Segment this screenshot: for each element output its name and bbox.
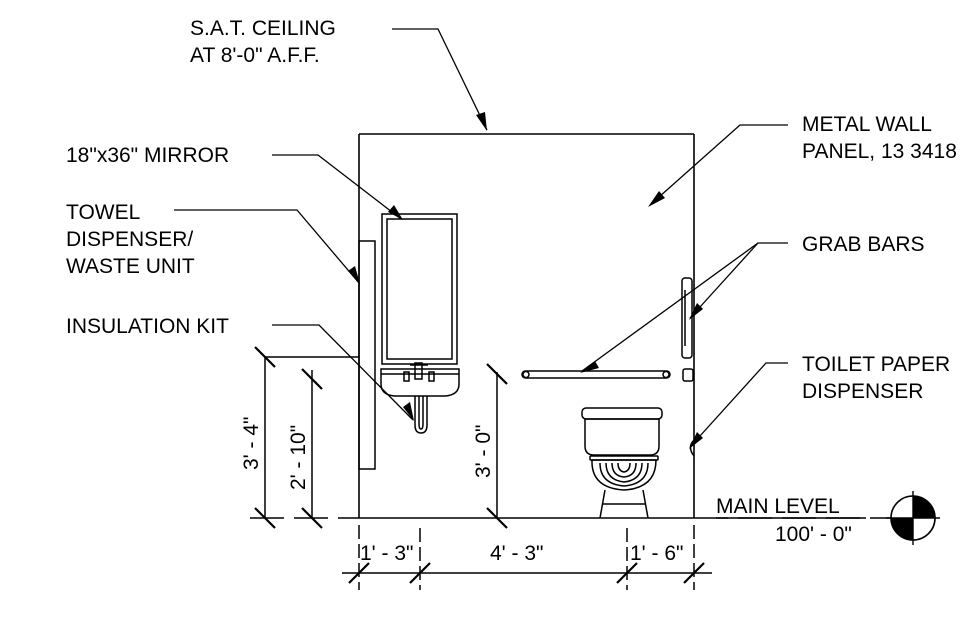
note-toilet-paper-line2: DISPENSER: [802, 380, 923, 403]
note-ceiling-line2: AT 8'-0" A.F.F.: [190, 44, 320, 67]
horizontal-dimension-lines: [342, 525, 712, 590]
dim-width-right: 1' - 6": [630, 542, 683, 565]
tp-leader: [689, 362, 788, 448]
insulation-leader: [272, 324, 414, 421]
note-ceiling-line1: S.A.T. CEILING: [190, 17, 336, 40]
leader-lines: [174, 28, 788, 448]
mirror-leader: [272, 154, 402, 220]
dim-lav-height: 3' - 4": [240, 417, 263, 470]
water-closet: [581, 407, 663, 519]
leader-arrowheads: [348, 112, 703, 449]
note-towel-line3: WASTE UNIT: [66, 255, 195, 278]
level-name: MAIN LEVEL: [716, 495, 840, 518]
note-towel-line1: TOWEL: [66, 201, 140, 224]
dim-width-middle: 4' - 3": [490, 542, 543, 565]
dim-grab-bar-height: 3' - 0": [472, 425, 495, 478]
wall-panel-leader: [649, 124, 788, 206]
mirror: [381, 213, 458, 365]
grab-bar-leader-b: [689, 242, 759, 319]
level-marker: [716, 491, 940, 545]
note-wall-panel-line1: METAL WALL: [802, 113, 932, 136]
side-grab-bar: [681, 277, 693, 359]
note-wall-panel-line2: PANEL, 13 3418: [802, 140, 957, 163]
dim-width-left: 1' - 3": [360, 542, 413, 565]
note-mirror: 18"x36" MIRROR: [66, 144, 229, 167]
note-insulation: INSULATION KIT: [66, 315, 229, 338]
note-towel-line2: DISPENSER/: [66, 228, 193, 251]
level-elevation: 100' - 0": [775, 523, 852, 546]
note-toilet-paper-line1: TOILET PAPER: [802, 353, 950, 376]
note-grab-bars: GRAB BARS: [802, 233, 925, 256]
dim-apron-height: 2' - 10": [287, 425, 310, 490]
horizontal-grab-bar: [521, 370, 671, 379]
towel-dispenser: [358, 240, 376, 470]
towel-leader: [174, 209, 360, 284]
ceiling-leader: [392, 28, 488, 131]
lavatory-sink: [380, 362, 460, 434]
vertical-dimension-lines: [254, 346, 508, 529]
